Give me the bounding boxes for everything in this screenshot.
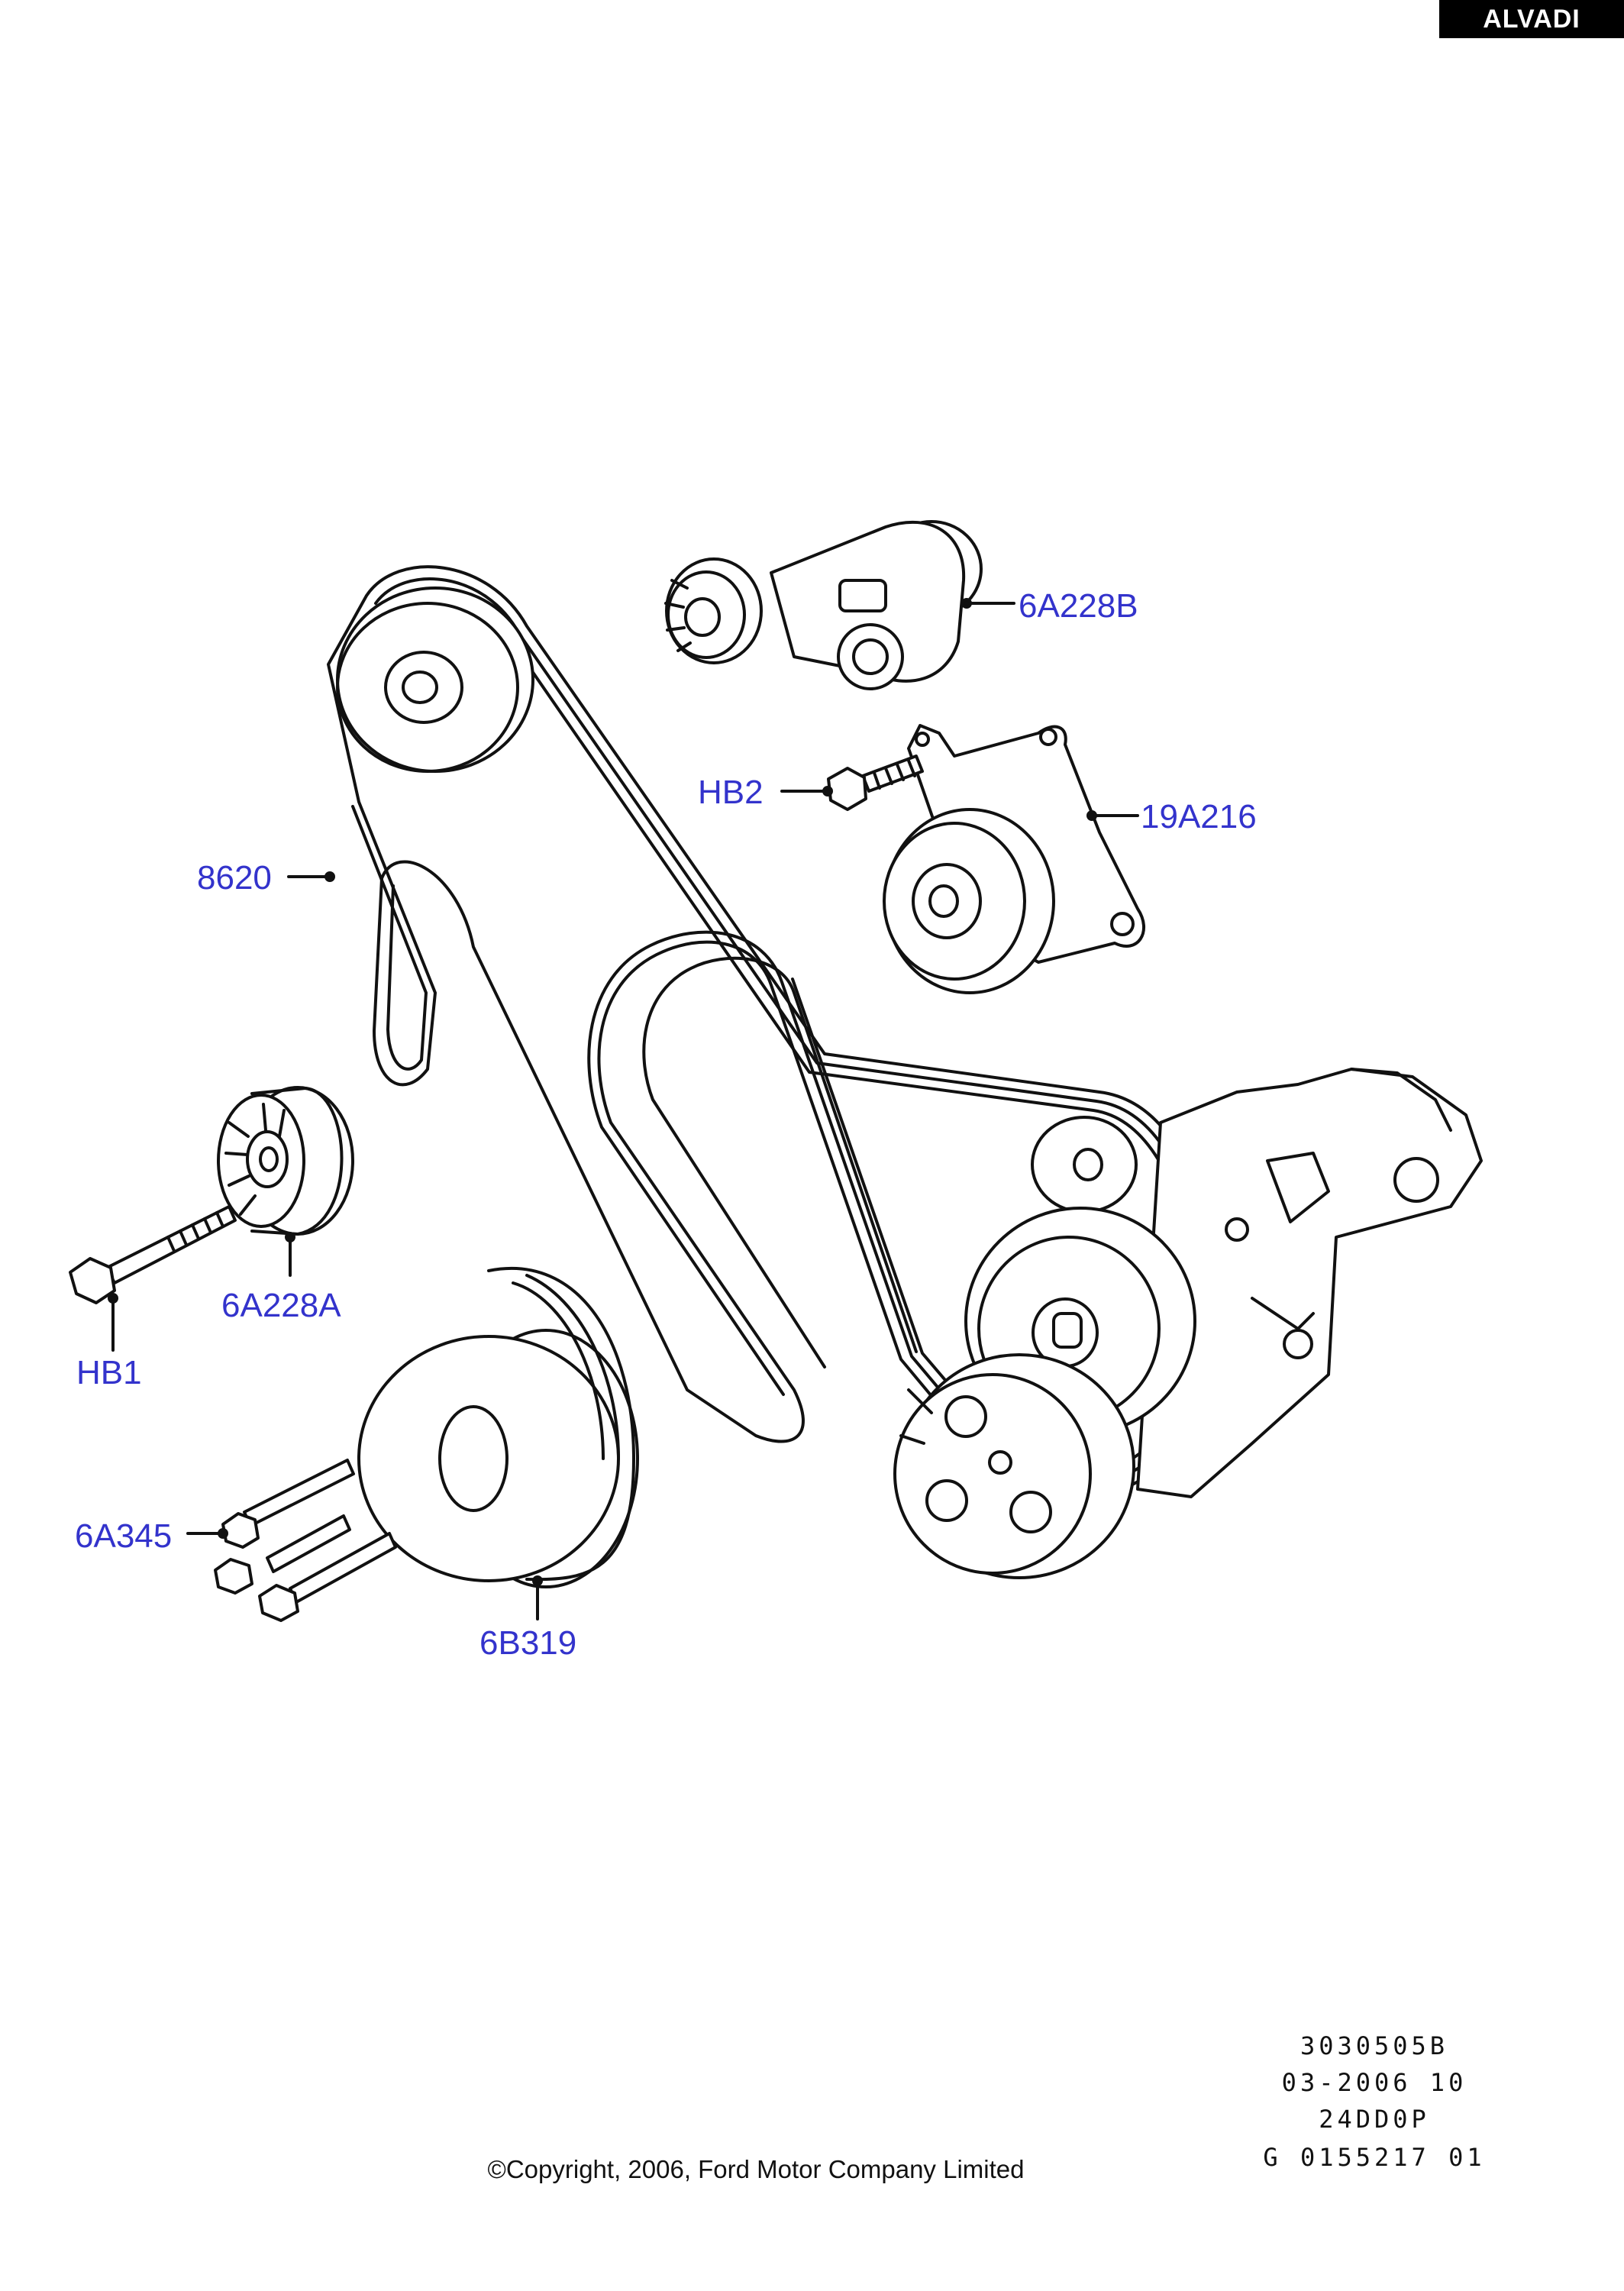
bolt-hb2 <box>827 755 924 811</box>
callout-19a216: 19A216 <box>1141 798 1257 835</box>
drawing-code: 24DD0P <box>1319 2105 1430 2134</box>
idler-bracket <box>883 724 1146 994</box>
brand-badge: ALVADI <box>1439 0 1624 38</box>
crank-bolts <box>214 1459 397 1622</box>
tensioner-assembly <box>664 520 983 690</box>
drawing-date: 03-2006 10 <box>1281 2068 1467 2097</box>
idler-pulley <box>217 1086 354 1236</box>
drawing-number: 3030505B <box>1300 2031 1449 2060</box>
callout-8620: 8620 <box>197 859 272 897</box>
callout-hb2: HB2 <box>698 774 764 811</box>
brand-label: ALVADI <box>1483 4 1580 34</box>
upper-belt-pulley <box>336 586 534 773</box>
callout-6a228b: 6A228B <box>1019 587 1138 625</box>
bolt-hb1 <box>69 1205 237 1304</box>
copyright-notice: ©Copyright, 2006, Ford Motor Company Lim… <box>487 2155 1025 2183</box>
callout-hb1: HB1 <box>76 1354 142 1391</box>
drawing-reference: G 0155217 01 <box>1263 2143 1486 2172</box>
callout-6a228a: 6A228A <box>221 1287 341 1324</box>
callout-6b319: 6B319 <box>479 1624 576 1662</box>
engine-accessory-cluster <box>893 1068 1483 1579</box>
crankshaft-pulley <box>357 1266 639 1588</box>
callout-6a345: 6A345 <box>75 1517 172 1555</box>
